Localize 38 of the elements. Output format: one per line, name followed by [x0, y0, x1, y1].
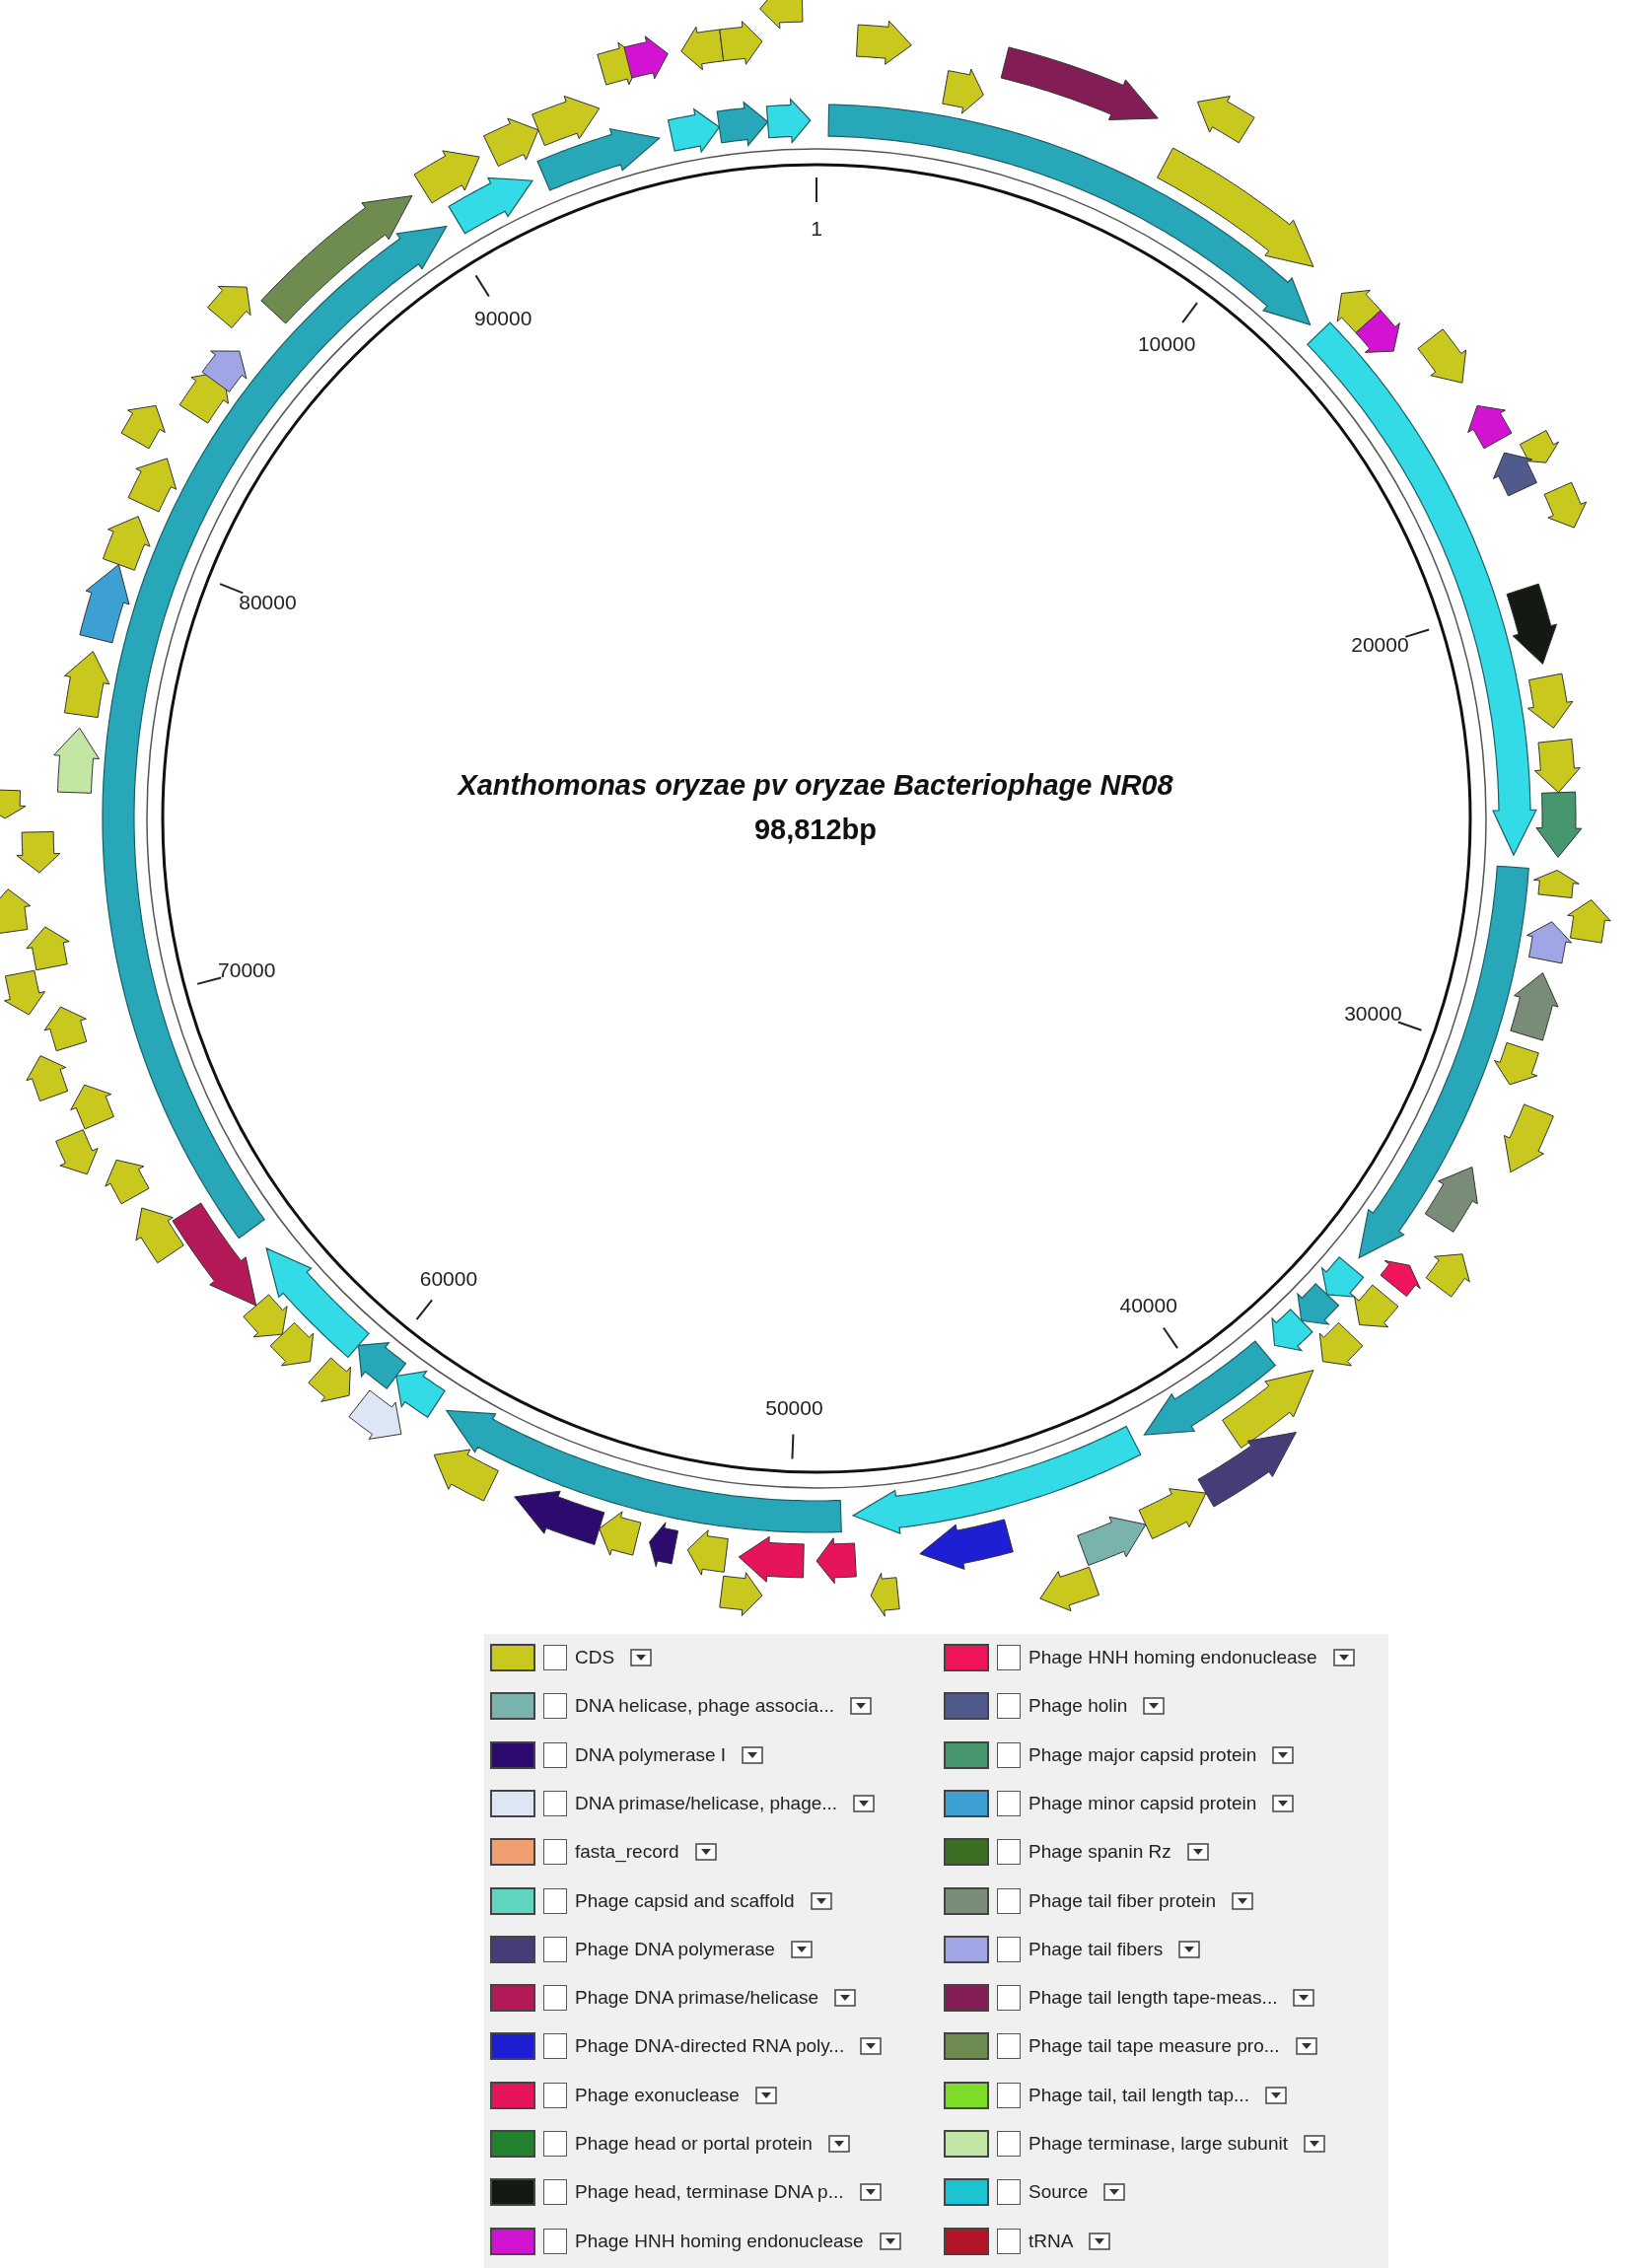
- legend-label: Phage tail, tail length tap...: [1028, 2084, 1249, 2106]
- legend-label: Phage tail fibers: [1028, 1938, 1164, 1960]
- legend-label: Phage tail length tape-meas...: [1028, 1987, 1278, 2010]
- legend-label: Phage DNA polymerase: [575, 1938, 775, 1960]
- position-label: 80000: [239, 591, 297, 615]
- position-label: 30000: [1344, 1001, 1402, 1026]
- position-label: 70000: [218, 958, 276, 983]
- legend-label: Phage capsid and scaffold: [575, 1889, 795, 1912]
- legend-label: fasta_record: [575, 1841, 679, 1864]
- legend-label: Phage tail tape measure pro...: [1028, 2035, 1280, 2058]
- legend-label: Phage holin: [1028, 1695, 1128, 1718]
- position-label: 10000: [1137, 331, 1196, 356]
- legend-label: Phage exonuclease: [575, 2084, 740, 2106]
- position-label: 90000: [473, 307, 532, 331]
- legend-label: DNA primase/helicase, phage...: [575, 1792, 838, 1814]
- genome-length: 98,812bp: [753, 814, 878, 846]
- legend-label: Phage head or portal protein: [575, 2133, 813, 2155]
- legend-label: CDS: [575, 1647, 615, 1668]
- legend-label: Phage tail fiber protein: [1028, 1889, 1217, 1912]
- legend-label: Source: [1028, 2181, 1089, 2204]
- legend-label: DNA helicase, phage associa...: [575, 1695, 834, 1718]
- genome-title: Xanthomonas oryzae pv oryzae Bacteriophage NR08: [458, 769, 1173, 802]
- legend-label: Phage HNH homing endonuclease: [575, 2230, 864, 2252]
- position-label: 60000: [419, 1267, 478, 1292]
- legend-label: Phage DNA primase/helicase: [575, 1987, 819, 2010]
- legend-label: Phage major capsid protein: [1028, 1743, 1257, 1766]
- legend-label: Phage HNH homing endonuclease: [1028, 1647, 1317, 1668]
- legend-label: DNA polymerase I: [575, 1743, 727, 1766]
- legend-label: Phage head, terminase DNA p...: [575, 2181, 844, 2204]
- position-label: 20000: [1351, 632, 1409, 657]
- legend-label: Phage spanin Rz: [1028, 1841, 1171, 1864]
- legend-label: Phage terminase, large subunit: [1028, 2133, 1288, 2155]
- legend-label: Phage minor capsid protein: [1028, 1792, 1257, 1814]
- legend-label: tRNA: [1028, 2230, 1074, 2252]
- legend-label: Phage DNA-directed RNA poly...: [575, 2035, 845, 2058]
- position-label: 1: [811, 217, 822, 241]
- position-label: 50000: [765, 1395, 823, 1420]
- position-label: 40000: [1119, 1294, 1177, 1318]
